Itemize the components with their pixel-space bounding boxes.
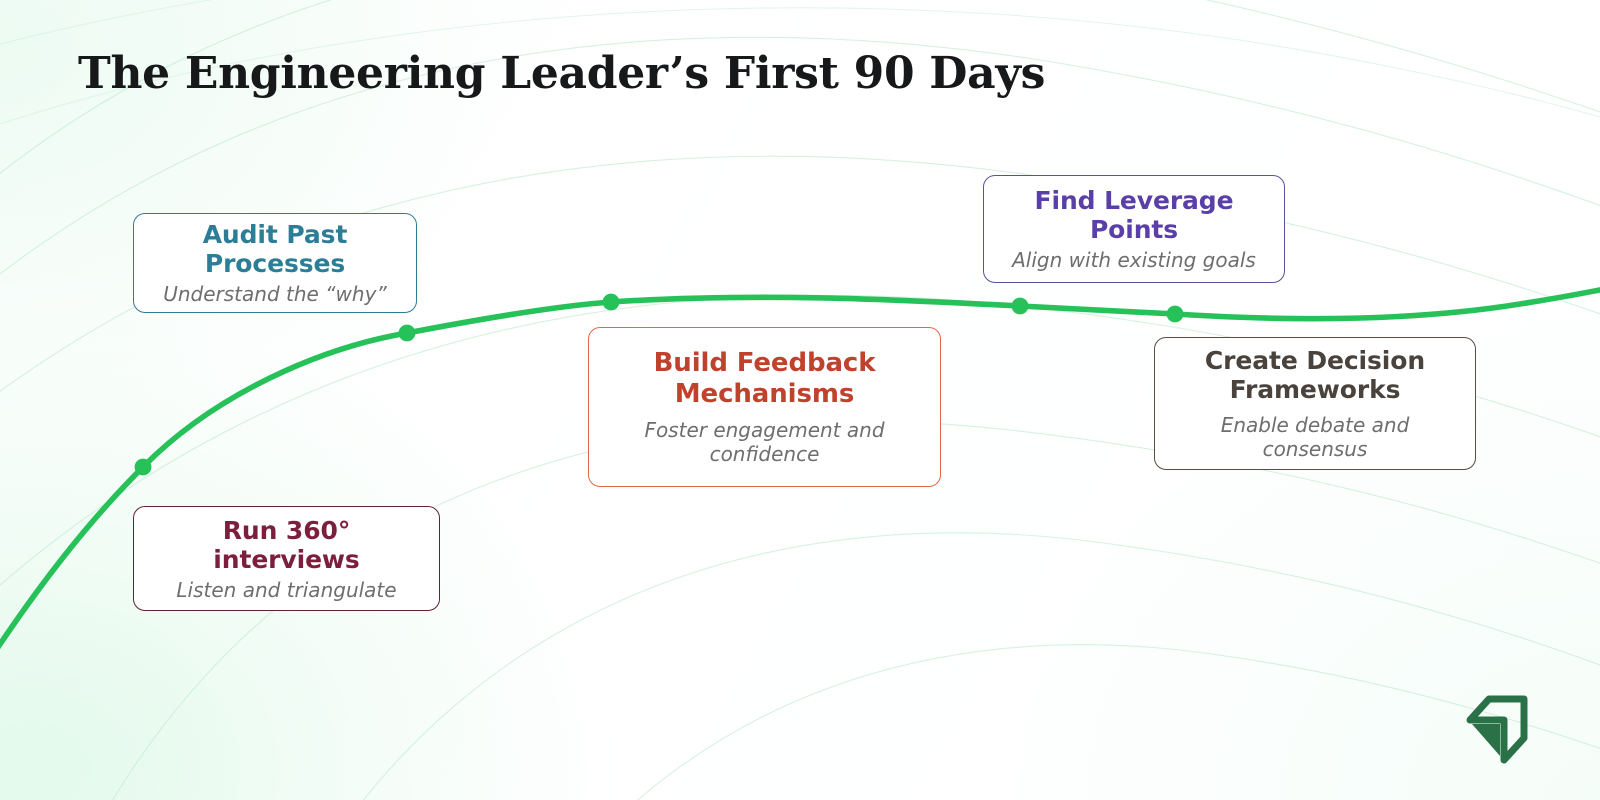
curve-dot-2 (398, 324, 416, 342)
milestone-title: Find Leverage Points (1034, 186, 1234, 244)
curve-dot-1 (134, 458, 152, 476)
curve-dot-3 (602, 293, 620, 311)
page-title: The Engineering Leader’s First 90 Days (78, 48, 1046, 99)
isometric-cube-logo (1466, 695, 1528, 764)
milestone-title: Run 360° interviews (213, 515, 360, 574)
milestone-subtitle: Enable debate and consensus (1220, 413, 1410, 461)
milestone-subtitle: Understand the “why” (163, 282, 387, 306)
milestone-card-create-decision-frameworks[interactable]: Create Decision Frameworks Enable debate… (1154, 337, 1476, 470)
milestone-title: Build Feedback Mechanisms (653, 348, 876, 409)
milestone-title: Audit Past Processes (202, 220, 348, 278)
milestone-card-build-feedback-mechanisms[interactable]: Build Feedback Mechanisms Foster engagem… (588, 327, 941, 487)
milestone-card-audit-past-processes[interactable]: Audit Past Processes Understand the “why… (133, 213, 417, 313)
milestone-card-run-360-interviews[interactable]: Run 360° interviews Listen and triangula… (133, 506, 440, 611)
milestone-subtitle: Listen and triangulate (176, 577, 397, 602)
milestone-title: Create Decision Frameworks (1204, 346, 1426, 404)
milestone-subtitle: Align with existing goals (1012, 248, 1256, 272)
curve-dot-5 (1166, 305, 1184, 323)
milestone-subtitle: Foster engagement and confidence (644, 417, 885, 466)
curve-dot-4 (1011, 297, 1029, 315)
milestone-card-find-leverage-points[interactable]: Find Leverage Points Align with existing… (983, 175, 1285, 283)
